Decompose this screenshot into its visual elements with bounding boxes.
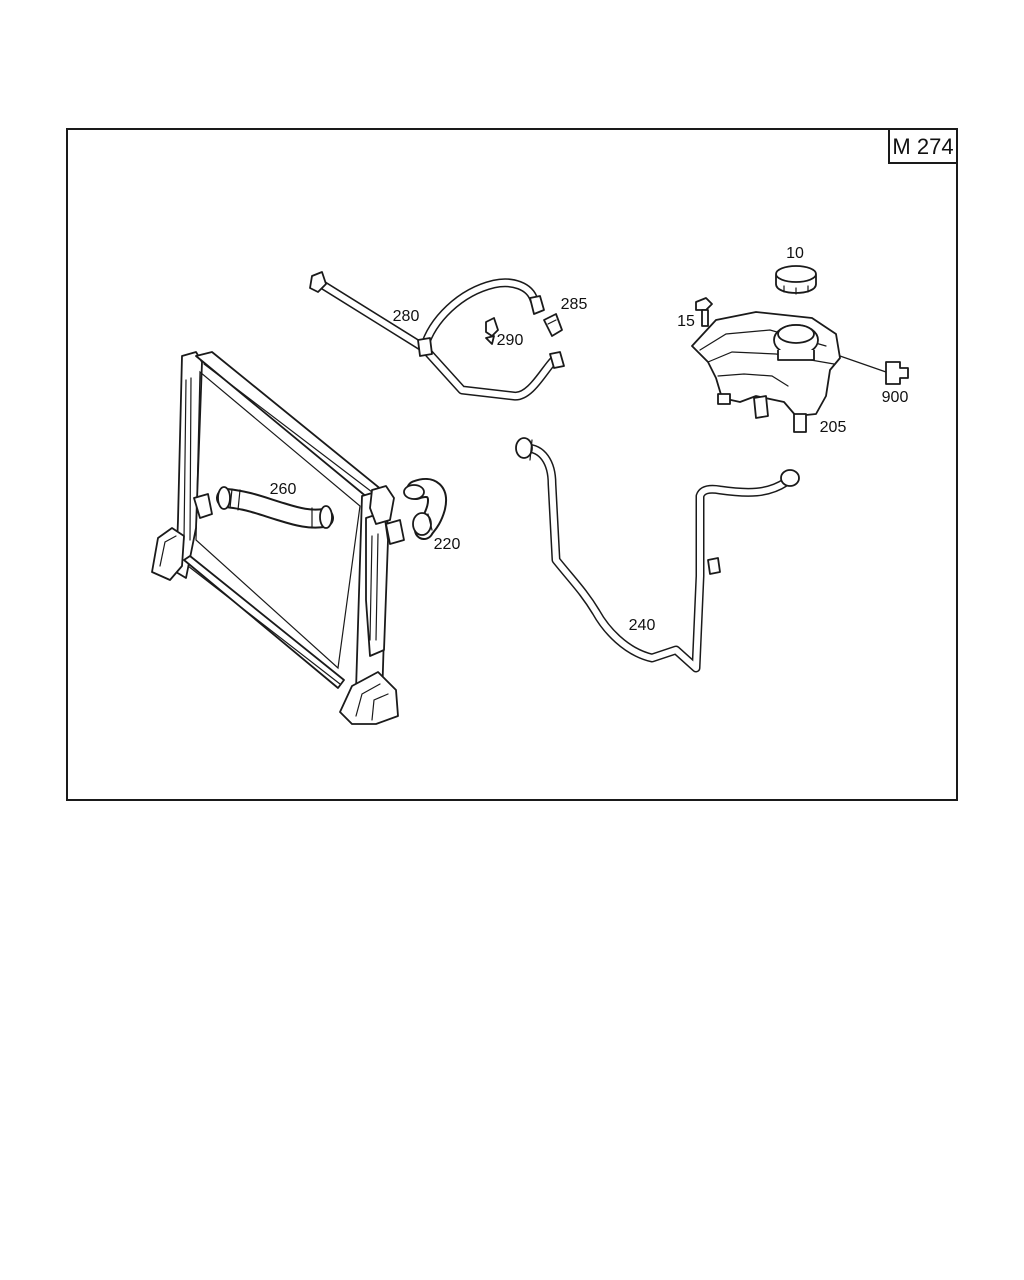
diagram-frame — [66, 128, 958, 801]
group-code-label: M 274 — [892, 134, 953, 159]
bolt-15 — [695, 297, 713, 327]
hose-240 — [515, 437, 800, 673]
callout-220: 220 — [434, 536, 461, 553]
callout-900: 900 — [882, 389, 909, 406]
hose-220 — [403, 478, 447, 540]
callout-240: 240 — [629, 617, 656, 634]
hose-260 — [216, 486, 334, 529]
cap-10 — [775, 265, 817, 295]
clip-285 — [543, 313, 563, 337]
callout-285: 285 — [561, 296, 588, 313]
callout-280: 280 — [393, 308, 420, 325]
hose-280 — [309, 271, 565, 401]
callout-10: 10 — [786, 245, 804, 262]
callout-labels: 10 15 205 220 240 260 280 285 290 900 — [270, 245, 909, 634]
callout-260: 260 — [270, 481, 297, 498]
callout-205: 205 — [820, 419, 847, 436]
clamp-290 — [485, 317, 499, 345]
radiator — [151, 351, 405, 725]
callout-15: 15 — [677, 313, 695, 330]
leader-lines — [839, 355, 887, 373]
callout-290: 290 — [497, 332, 524, 349]
group-code-box: M 274 — [888, 128, 958, 164]
expansion-tank-205 — [691, 311, 841, 433]
sensor-900 — [885, 361, 909, 385]
